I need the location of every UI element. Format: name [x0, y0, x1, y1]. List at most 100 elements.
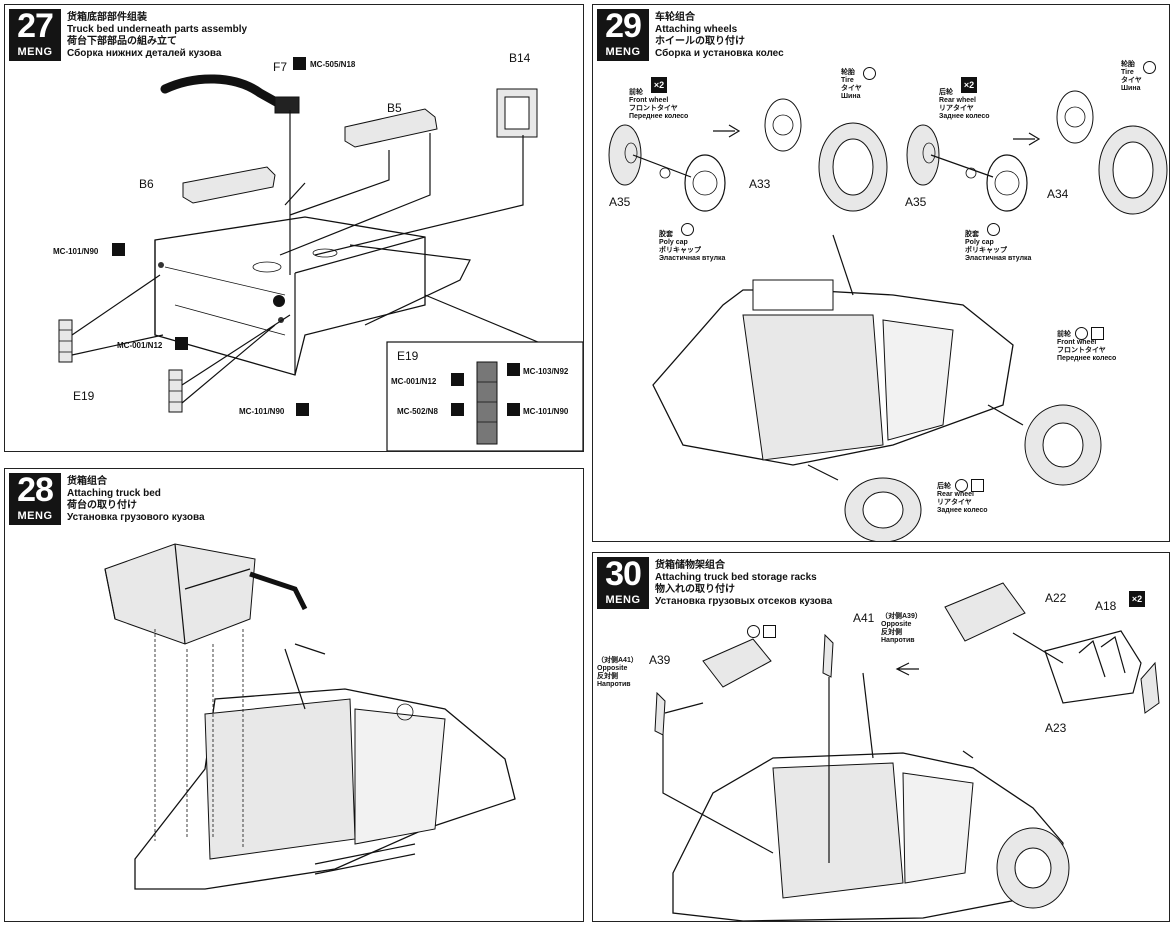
- poly-cap-label-front: 胶套 Poly cap ポリキャップ Эластичная втулка: [659, 231, 725, 263]
- poly-cap-ru: Эластичная втулка: [965, 255, 1032, 262]
- part-label-a23: A23: [1045, 721, 1067, 735]
- poly-cap-ja: ポリキャップ: [659, 247, 701, 254]
- title-zh: 货箱组合: [67, 476, 107, 487]
- opposite-ja: 反対側: [881, 629, 902, 636]
- rear-wheel-ru: Заднее колесо: [937, 507, 988, 514]
- title-zh: 货箱储物架组合: [655, 560, 725, 571]
- opposite-en: Opposite: [881, 621, 912, 628]
- rear-wheel-ja: リアタイヤ: [937, 499, 972, 506]
- step-number-badge: 28 MENG: [9, 471, 61, 525]
- step-number-badge: 29 MENG: [597, 7, 649, 61]
- title-en: Attaching truck bed: [67, 488, 161, 499]
- part-label-a22: A22: [1045, 591, 1067, 605]
- rear-wheel-zh: 后轮: [937, 483, 951, 490]
- multiplier-badge: ×2: [961, 77, 977, 93]
- part-label-a35-rear: A35: [905, 195, 927, 209]
- title-ru: Сборка нижних деталей кузова: [67, 48, 222, 59]
- step-27-panel: 27 MENG 货箱底部部件组装 Truck bed underneath pa…: [4, 4, 584, 452]
- step-title: 货箱组合 Attaching truck bed 荷台の取り付け Установ…: [67, 476, 205, 524]
- tire-label-front: 轮胎 Tire タイヤ Шина: [841, 69, 862, 101]
- storage-racks-diagram: [654, 582, 1160, 921]
- step-28-panel: 28 MENG 货箱组合 Attaching truck bed 荷台の取り付け…: [4, 468, 584, 922]
- tire-ja: タイヤ: [1121, 77, 1142, 84]
- no-glue-icon: [681, 223, 694, 236]
- no-glue-icon: [987, 223, 1000, 236]
- title-ja: 物入れの取り付け: [655, 584, 735, 595]
- inset-code-mc001: MC-001/N12: [391, 377, 437, 386]
- opposite-ja: 反対側: [597, 673, 618, 680]
- tire-label-rear: 轮胎 Tire タイヤ Шина: [1121, 61, 1142, 93]
- front-wheel-en: Front wheel: [1057, 339, 1097, 346]
- step-number: 29: [605, 7, 642, 45]
- tire-ru: Шина: [841, 93, 861, 100]
- tire-ja: タイヤ: [841, 85, 862, 92]
- rear-wheel-mounted-label: 后轮 Rear wheel リアタイヤ Заднее колесо: [937, 483, 988, 515]
- poly-cap-en: Poly cap: [659, 239, 688, 246]
- front-wheel-label: 前轮 Front wheel フロントタイヤ Переднее колесо: [629, 89, 688, 121]
- title-ru: Установка грузового кузова: [67, 512, 205, 523]
- attach-wheels-diagram: [608, 90, 1168, 541]
- rear-wheel-en: Rear wheel: [939, 97, 976, 104]
- step-title: 货箱储物架组合 Attaching truck bed storage rack…: [655, 560, 832, 608]
- paint-brush-icon: [175, 337, 188, 350]
- step-number-badge: 30 MENG: [597, 555, 649, 609]
- paint-brush-icon: [293, 57, 306, 70]
- part-label-b5: B5: [387, 101, 402, 115]
- title-en: Attaching truck bed storage racks: [655, 572, 817, 583]
- title-en: Attaching wheels: [655, 24, 738, 35]
- opposite-zh: （对侧A39）: [881, 613, 922, 620]
- opposite-a39-label: （对侧A39） Opposite 反対側 Напротив: [881, 613, 922, 645]
- poly-cap-zh: 胶套: [965, 231, 979, 238]
- multiplier-badge: ×2: [651, 77, 667, 93]
- front-wheel-ru: Переднее колесо: [629, 113, 689, 120]
- brand-logo: MENG: [17, 46, 53, 58]
- multiplier-badge: ×2: [1129, 591, 1145, 607]
- title-zh: 货箱底部部件组装: [67, 12, 147, 23]
- step-number: 28: [17, 471, 54, 509]
- poly-cap-en: Poly cap: [965, 239, 994, 246]
- glue-icon: [763, 625, 776, 638]
- part-label-a34: A34: [1047, 187, 1069, 201]
- title-ja: ホイールの取り付け: [655, 36, 745, 47]
- title-ru: Сборка и установка колес: [655, 48, 784, 59]
- step-number-badge: 27 MENG: [9, 7, 61, 61]
- poly-cap-label-rear: 胶套 Poly cap ポリキャップ Эластичная втулка: [965, 231, 1031, 263]
- glue-icon: [971, 479, 984, 492]
- no-glue-icon: [955, 479, 968, 492]
- front-wheel-mounted-label: 前轮 Front wheel フロントタイヤ Переднее колесо: [1057, 331, 1116, 363]
- no-glue-icon: [747, 625, 760, 638]
- paint-brush-icon: [451, 373, 464, 386]
- front-wheel-en: Front wheel: [629, 97, 669, 104]
- title-ja: 荷台の取り付け: [67, 500, 137, 511]
- paint-brush-icon: [451, 403, 464, 416]
- truck-bed-underneath-diagram: [58, 74, 583, 451]
- step-30-panel: 30 MENG 货箱储物架组合 Attaching truck bed stor…: [592, 552, 1170, 922]
- part-label-a41: A41: [853, 611, 875, 625]
- poly-cap-ru: Эластичная втулка: [659, 255, 726, 262]
- front-wheel-ru: Переднее колесо: [1057, 355, 1117, 362]
- poly-cap-zh: 胶套: [659, 231, 673, 238]
- tire-en: Tire: [841, 77, 854, 84]
- attach-truck-bed-diagram: [104, 543, 516, 890]
- tire-en: Tire: [1121, 69, 1134, 76]
- step-title: 货箱底部部件组装 Truck bed underneath parts asse…: [67, 12, 247, 60]
- opposite-a41-label: （对侧A41） Opposite 反対側 Напротив: [597, 657, 638, 689]
- paint-code-mc001: MC-001/N12: [117, 341, 163, 350]
- paint-code-mc101-b: MC-101/N90: [239, 407, 285, 416]
- opposite-ru: Напротив: [881, 637, 915, 644]
- front-wheel-ja: フロントタイヤ: [629, 105, 678, 112]
- front-wheel-zh: 前轮: [1057, 331, 1071, 338]
- part-label-a39: A39: [649, 653, 671, 667]
- part-label-a35: A35: [609, 195, 631, 209]
- no-glue-icon: [1143, 61, 1156, 74]
- tire-zh: 轮胎: [841, 69, 855, 76]
- opposite-en: Opposite: [597, 665, 628, 672]
- brand-logo: MENG: [17, 510, 53, 522]
- part-label-a18: A18: [1095, 599, 1117, 613]
- no-glue-icon: [1075, 327, 1088, 340]
- front-wheel-zh: 前轮: [629, 89, 643, 96]
- part-label-f7: F7: [273, 60, 288, 74]
- part-label-a33: A33: [749, 177, 771, 191]
- paint-brush-icon: [112, 243, 125, 256]
- paint-brush-icon: [507, 363, 520, 376]
